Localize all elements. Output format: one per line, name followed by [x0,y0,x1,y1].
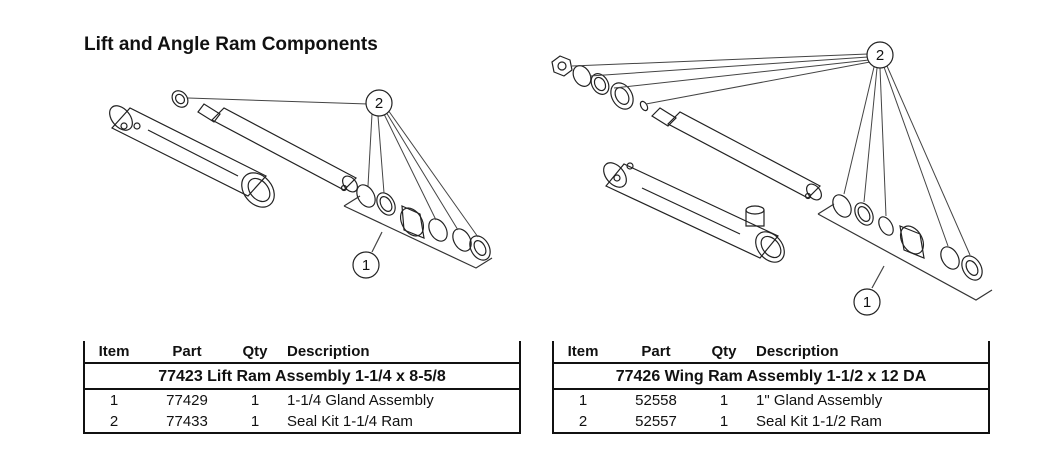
item-cell: 2 [552,411,612,434]
wing-ram-small-parts [551,55,649,112]
column-header-part: Part [612,341,700,364]
callout-1-lift: 1 [362,257,370,274]
column-header-item: Item [83,341,143,364]
table-row: 1 52558 1 1" Gland Assembly [552,389,990,411]
column-header-part: Part [143,341,231,364]
lift-ram-rod [171,90,358,193]
description-cell: Seal Kit 1-1/4 Ram [279,411,521,434]
table-caption: 77426 Wing Ram Assembly 1-1/2 x 12 DA [552,362,990,390]
item-cell: 1 [83,389,143,411]
column-header-description: Description [279,341,521,364]
lift-ram-barrel [109,105,275,208]
description-cell: Seal Kit 1-1/2 Ram [748,411,990,434]
item-cell: 2 [83,411,143,434]
callout-1-wing: 1 [863,294,871,311]
table-row: 2 52557 1 Seal Kit 1-1/2 Ram [552,411,990,434]
column-header-description: Description [748,341,990,364]
wing-ram-seals [832,194,983,281]
lift-ram-seals [356,184,491,261]
part-cell: 77429 [166,392,208,409]
qty-cell: 1 [700,411,748,434]
callout-2-lift: 2 [375,95,383,112]
wing-ram-rod [651,107,822,201]
qty-cell: 1 [250,392,260,409]
qty-cell: 1 [719,392,729,409]
wing-ram-barrel [603,162,785,263]
table-row: 2 77433 1 Seal Kit 1-1/4 Ram [83,411,521,434]
description-cell: 1-1/4 Gland Assembly [279,389,521,411]
part-cell: 52558 [635,392,677,409]
wing-ram-parts-table: 77426 Wing Ram Assembly 1-1/2 x 12 DA It… [552,341,990,434]
qty-cell: 1 [231,411,279,434]
column-header-item: Item [552,341,612,364]
description-cell: 1" Gland Assembly [748,389,990,411]
part-cell: 77433 [143,411,231,434]
lift-ram-parts-table: 77423 Lift Ram Assembly 1-1/4 x 8-5/8 It… [83,341,521,434]
table-row: 1 77429 1 1-1/4 Gland Assembly [83,389,521,411]
ram-components-diagram: 2 1 2 1 [109,41,993,316]
table-caption: 77423 Lift Ram Assembly 1-1/4 x 8-5/8 [83,362,521,390]
column-header-qty: Qty [231,341,279,364]
callout-2-wing: 2 [876,47,884,64]
part-cell: 52557 [612,411,700,434]
item-cell: 1 [552,389,612,411]
column-header-qty: Qty [700,341,748,364]
page-title: Lift and Angle Ram Components [84,34,378,55]
